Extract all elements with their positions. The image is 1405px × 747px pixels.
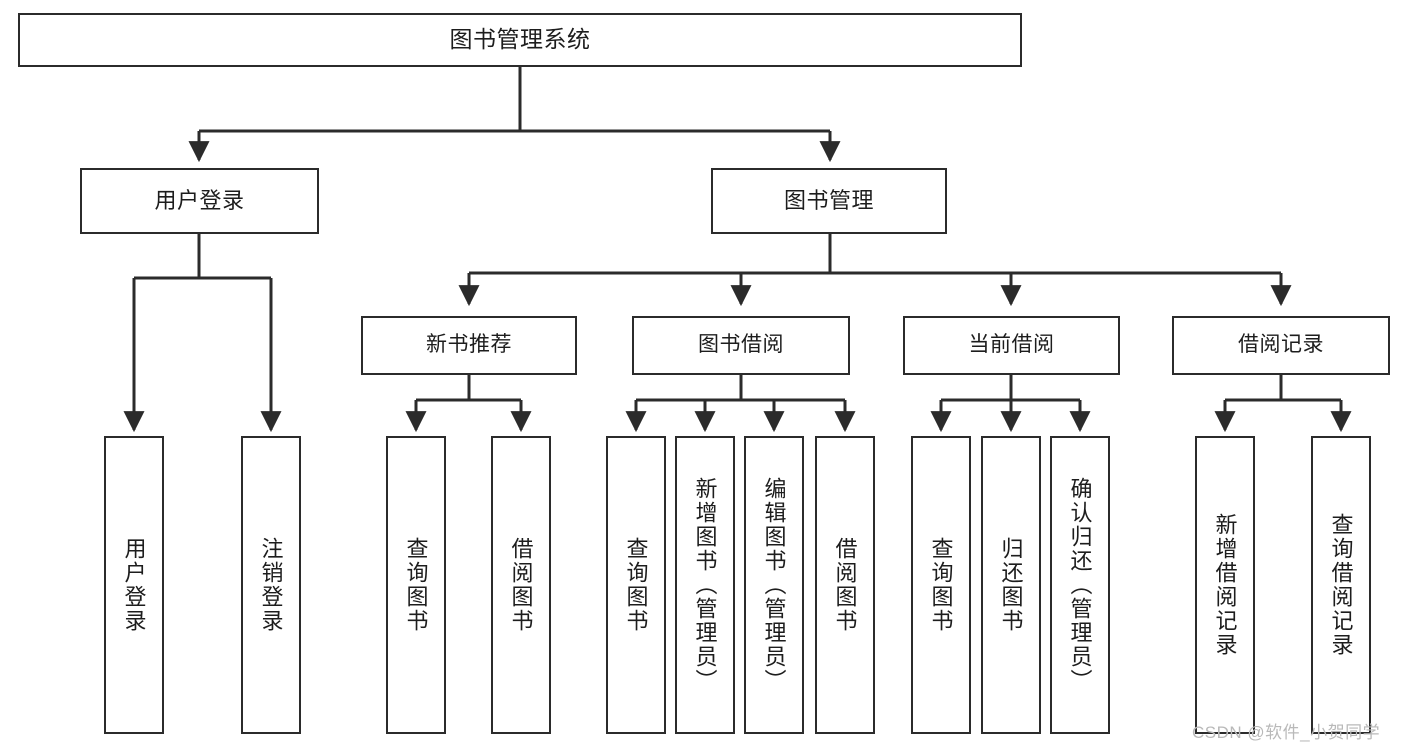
node-user-login-label: 用户登录 [154,188,245,214]
leaf-logout-login[interactable]: 注销登录 [241,436,301,734]
node-root[interactable]: 图书管理系统 [18,13,1022,67]
node-book-management-label: 图书管理 [783,188,874,214]
leaf-query-book-2-label: 查询图书 [623,537,649,633]
leaf-query-book-2[interactable]: 查询图书 [606,436,666,734]
leaf-query-record-label: 查询借阅记录 [1328,513,1354,657]
node-borrow-record-label: 借阅记录 [1238,333,1324,357]
node-book-borrow-label: 图书借阅 [698,333,784,357]
node-book-management[interactable]: 图书管理 [711,168,947,234]
leaf-borrow-book-1[interactable]: 借阅图书 [491,436,551,734]
leaf-user-login-label: 用户登录 [121,537,147,633]
node-current-borrow-label: 当前借阅 [968,333,1055,357]
leaf-return-book-label: 归还图书 [998,537,1024,633]
leaf-confirm-return[interactable]: 确认归还（管理员） [1050,436,1110,734]
leaf-query-book-1-label: 查询图书 [403,537,429,633]
leaf-query-record[interactable]: 查询借阅记录 [1311,436,1371,734]
node-borrow-record[interactable]: 借阅记录 [1172,316,1390,375]
leaf-borrow-book-1-label: 借阅图书 [508,537,534,633]
leaf-query-book-3[interactable]: 查询图书 [911,436,971,734]
leaf-confirm-return-label: 确认归还（管理员） [1067,477,1093,693]
leaf-query-book-1[interactable]: 查询图书 [386,436,446,734]
leaf-return-book[interactable]: 归还图书 [981,436,1041,734]
leaf-borrow-book-2-label: 借阅图书 [832,537,858,633]
node-book-borrow[interactable]: 图书借阅 [632,316,850,375]
leaf-edit-book[interactable]: 编辑图书（管理员） [744,436,804,734]
leaf-add-book-label: 新增图书（管理员） [692,477,718,693]
leaf-query-book-3-label: 查询图书 [928,537,954,633]
node-new-book-recommend-label: 新书推荐 [426,333,512,357]
leaf-user-login[interactable]: 用户登录 [104,436,164,734]
leaf-add-book[interactable]: 新增图书（管理员） [675,436,735,734]
node-user-login[interactable]: 用户登录 [80,168,319,234]
node-root-label: 图书管理系统 [449,26,591,53]
leaf-add-record-label: 新增借阅记录 [1212,513,1238,657]
leaf-borrow-book-2[interactable]: 借阅图书 [815,436,875,734]
node-current-borrow[interactable]: 当前借阅 [903,316,1120,375]
node-new-book-recommend[interactable]: 新书推荐 [361,316,577,375]
leaf-add-record[interactable]: 新增借阅记录 [1195,436,1255,734]
watermark-text: CSDN @软件_小贺同学 [1192,723,1381,742]
leaf-edit-book-label: 编辑图书（管理员） [761,477,787,693]
leaf-logout-login-label: 注销登录 [258,537,284,633]
